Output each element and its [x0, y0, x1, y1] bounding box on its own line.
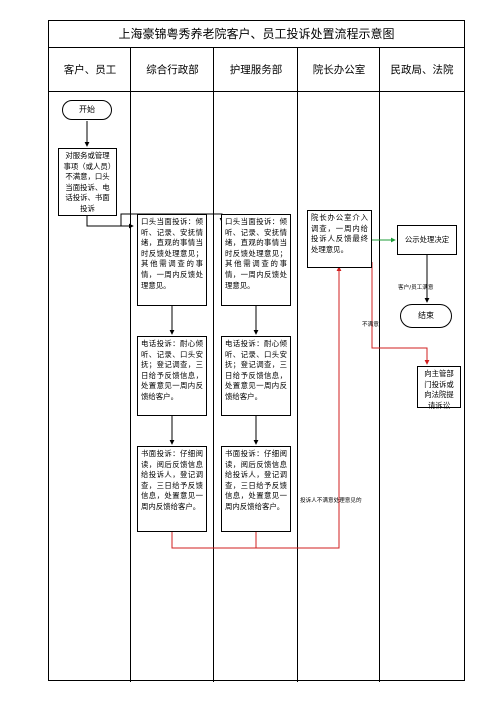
nursing-oral-complaint-box: 口头当面投诉：倾听、记录、安抚情绪，直观的事情当时反馈处理意见；其他需调查的事情… [221, 214, 291, 306]
nursing-phone-complaint-box: 电话投诉：耐心倾听、记录、口头安抚；登记调查，三日给予反馈信息，处置意见一周内反… [221, 336, 291, 416]
complainant-unsatisfied-label: 投诉人不满意处理意见的 [300, 498, 362, 504]
lane-header-customer: 客户、员工 [49, 48, 131, 92]
complaint-source-box: 对服务或管理事项（或人员）不满意，口头当面投诉、电话投诉、书面投诉 [58, 148, 117, 216]
appeal-box: 向主管部门投诉或向法院提请诉讼 [417, 366, 461, 410]
lane-header-nursing: 护理服务部 [214, 48, 298, 92]
nursing-written-complaint-box: 书面投诉：仔细阅读，阅后反馈信息给投诉人，登记调查，三日给予反馈信息，处置意见一… [221, 446, 291, 532]
publish-decision-box: 公示处理决定 [397, 225, 457, 255]
admin-oral-complaint-box: 口头当面投诉：倾听、记录、安抚情绪，直观的事情当时反馈处理意见；其他需调查的事情… [137, 214, 207, 306]
end-node: 结束 [400, 304, 452, 328]
satisfied-label: 客户/员工满意 [398, 285, 434, 291]
lane-divider [213, 48, 214, 682]
page-title: 上海豪锦粤秀养老院客户、员工投诉处置流程示意图 [49, 21, 464, 48]
lane-header-director: 院长办公室 [298, 48, 380, 92]
lane-header-authority: 民政局、法院 [380, 48, 464, 92]
lane-divider [130, 48, 131, 682]
lane-divider [379, 48, 380, 682]
start-node: 开始 [62, 100, 112, 120]
lane-divider [297, 48, 298, 682]
director-investigation-box: 院长办公室介入调查，一周内给投诉人反馈最终处理意见。 [307, 210, 372, 268]
admin-phone-complaint-box: 电话投诉：耐心倾听、记录、口头安抚；登记调查，三日给予反馈信息，处置意见一周内反… [137, 336, 207, 416]
admin-written-complaint-box: 书面投诉：仔细阅读，阅后反馈信息给投诉人，登记调查，三日给予反馈信息，处置意见一… [137, 446, 207, 532]
lane-header-admin: 综合行政部 [131, 48, 214, 92]
not-satisfied-label: 不满意 [362, 322, 379, 328]
